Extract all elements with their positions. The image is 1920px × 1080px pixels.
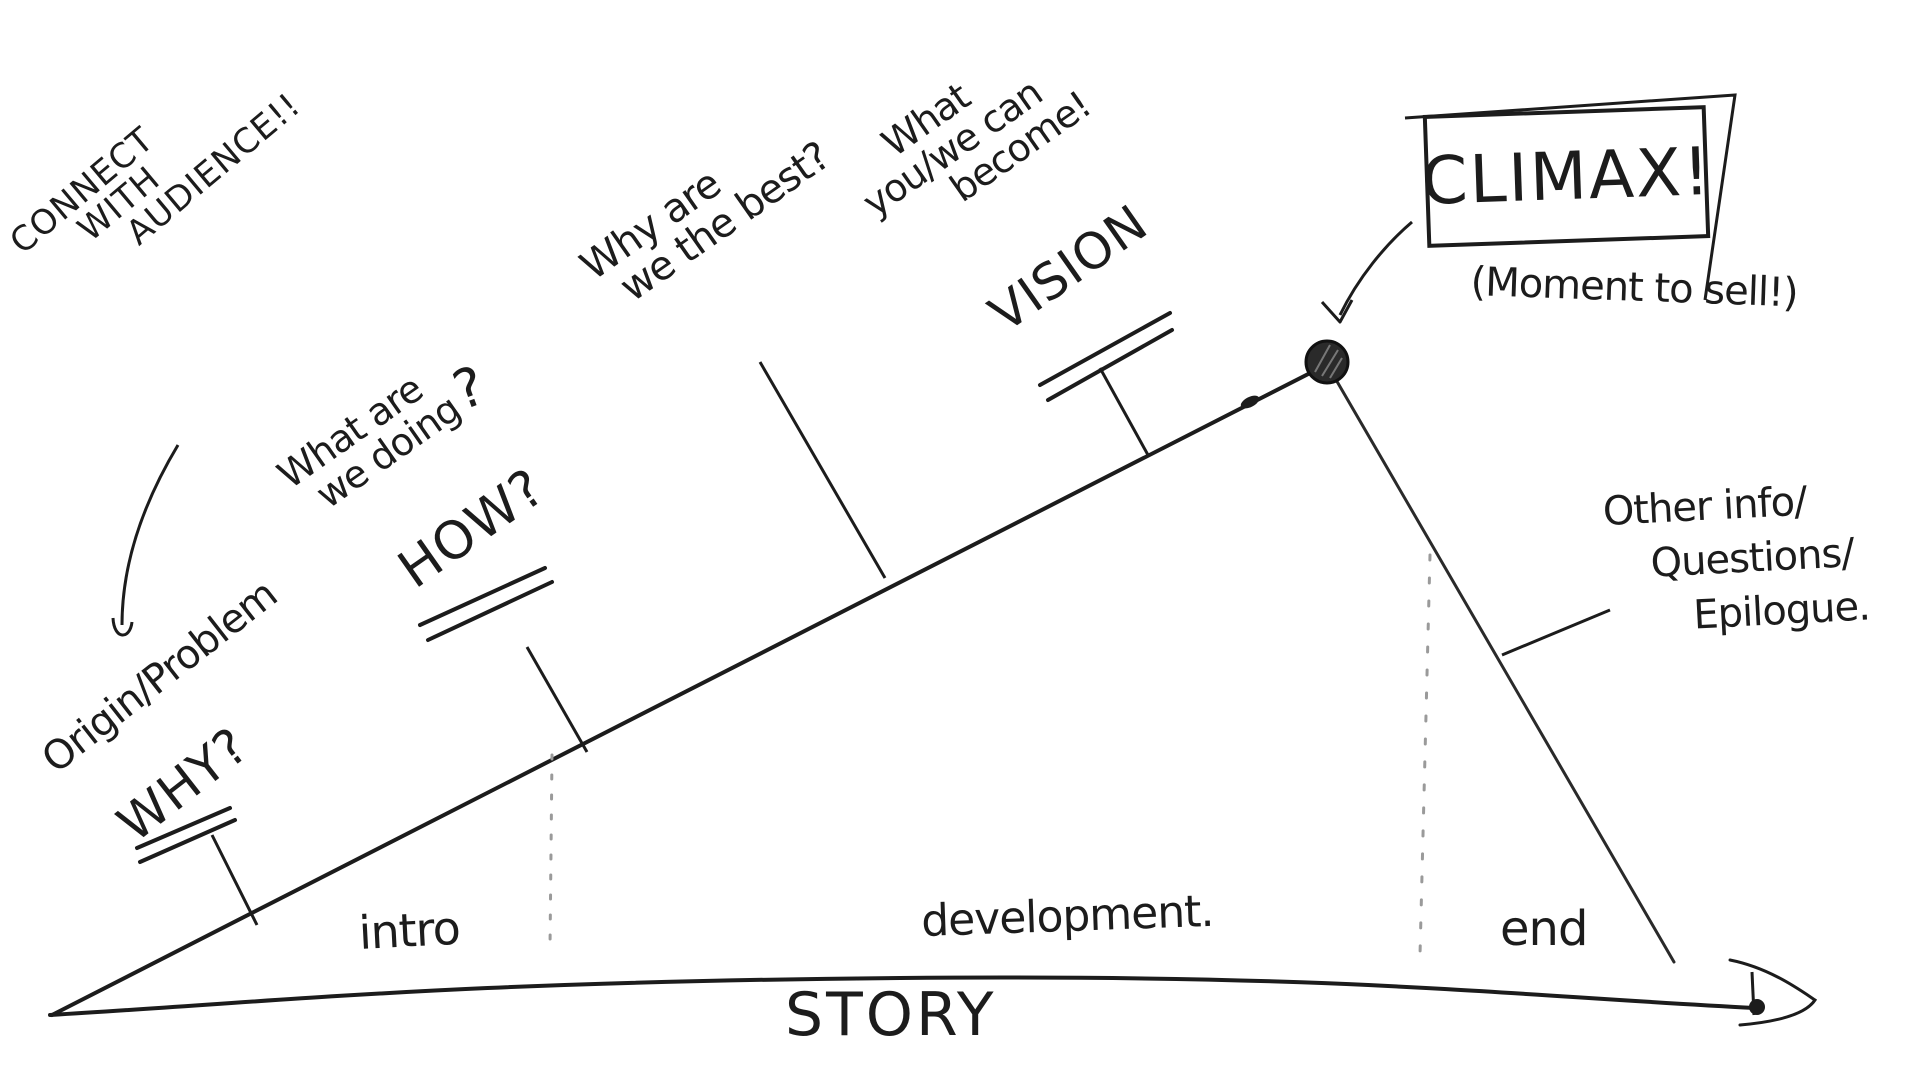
how-pointer-line (525, 646, 589, 753)
phase-label-development: development. (920, 885, 1215, 947)
vision-underline (1038, 311, 1174, 402)
climax-box: CLIMAX! (1420, 105, 1713, 248)
axis-arrowhead-icon (1728, 958, 1818, 1027)
story-axis-label: STORY (785, 980, 997, 1050)
phase-label-end: end (1500, 901, 1588, 957)
climax-title: CLIMAX! (1420, 132, 1713, 221)
why-pointer-line (210, 834, 259, 926)
climax-pointer-arrow-icon (1320, 220, 1413, 324)
phase-label-intro: intro (357, 900, 462, 960)
climax-subtitle: (Moment to sell!) (1469, 259, 1799, 317)
rising-action-line (50, 366, 1322, 1017)
epilogue-note: Other info/ Questions/ Epilogue. (1602, 472, 1872, 647)
connect-arrow-icon (111, 444, 180, 637)
epilogue-pointer-line (1501, 608, 1611, 657)
falling-action-line (1333, 376, 1676, 964)
climax-point-icon (1304, 339, 1350, 385)
epilogue-line-3: Epilogue. (1692, 583, 1871, 639)
phase-divider-intro-development (548, 753, 554, 950)
why-underline (135, 806, 237, 864)
vision-pointer-line (1098, 367, 1150, 456)
phase-divider-development-end (1418, 553, 1432, 957)
best-pointer-line (758, 361, 887, 579)
story-axis-line (48, 975, 1757, 1017)
how-underline (418, 566, 554, 642)
